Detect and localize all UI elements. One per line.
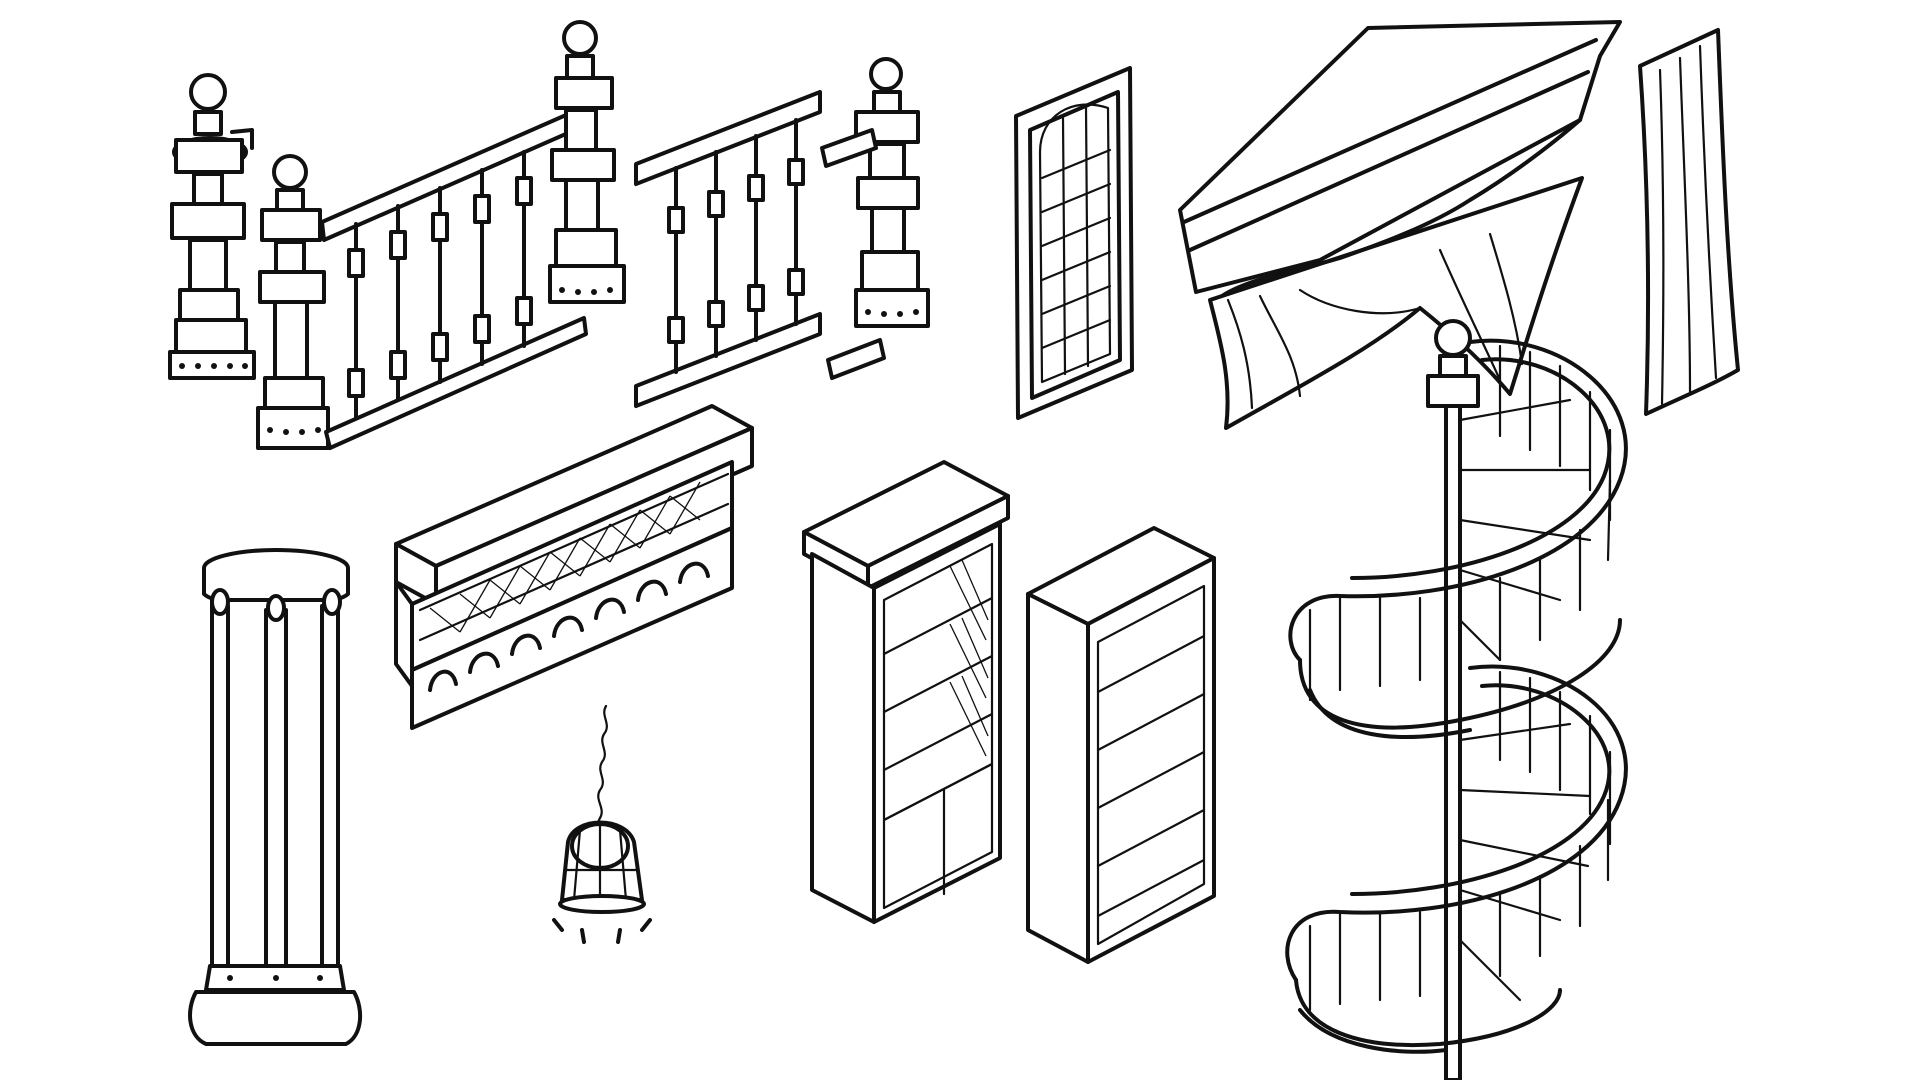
spiral-staircase-icon — [1285, 319, 1628, 1080]
wall-shelf-icon — [394, 404, 754, 730]
cage-lamp-icon — [552, 704, 652, 944]
bookcase-cabinet-icon — [802, 460, 1010, 924]
newel-post-icon — [168, 73, 256, 380]
curtain-valance-icon — [1178, 20, 1622, 430]
railing-segment-icon — [634, 90, 822, 408]
pillar-icon — [188, 548, 363, 1046]
arched-window-icon — [1014, 66, 1134, 420]
bookshelf-icon — [1026, 526, 1216, 964]
staircase-railing-icon — [256, 20, 626, 450]
curtain-icon — [1638, 28, 1740, 416]
newel-post-bracket-icon — [820, 57, 930, 380]
